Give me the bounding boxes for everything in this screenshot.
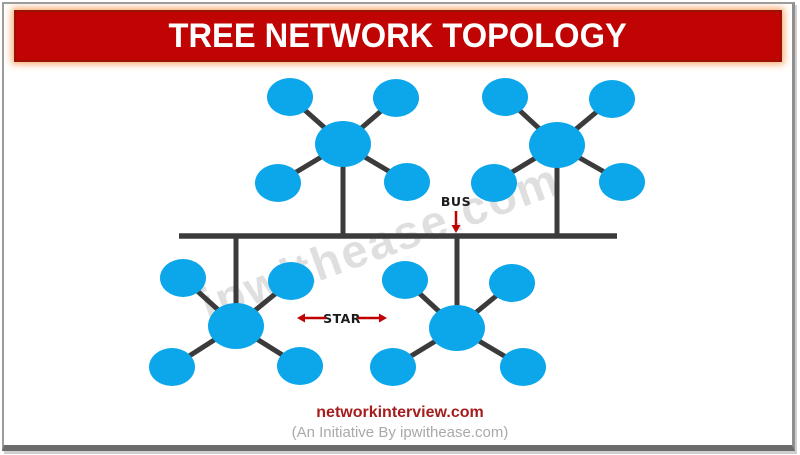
satellite-node bbox=[599, 163, 645, 201]
satellite-node bbox=[277, 347, 323, 385]
hub-node-top-left bbox=[315, 121, 371, 167]
title-banner: TREE NETWORK TOPOLOGY bbox=[14, 10, 782, 62]
satellite-node bbox=[471, 164, 517, 202]
star-left-arrowhead bbox=[297, 313, 305, 323]
satellite-node bbox=[500, 348, 546, 386]
satellite-node bbox=[384, 163, 430, 201]
hub-node-bottom-left bbox=[208, 303, 264, 349]
satellite-node bbox=[382, 261, 428, 299]
bus-label: BUS bbox=[441, 194, 471, 209]
star-label: STAR bbox=[323, 311, 361, 326]
satellite-node bbox=[149, 348, 195, 386]
page-title: TREE NETWORK TOPOLOGY bbox=[168, 16, 628, 55]
satellite-node bbox=[370, 348, 416, 386]
star-right-arrowhead bbox=[379, 313, 387, 323]
footer-tagline: (An Initiative By ipwithease.com) bbox=[291, 424, 509, 441]
hub-node-bottom-right bbox=[429, 305, 485, 351]
hub-node-top-right bbox=[529, 122, 585, 168]
satellite-node bbox=[267, 78, 313, 116]
satellite-node bbox=[160, 259, 206, 297]
satellite-node bbox=[255, 164, 301, 202]
satellite-node bbox=[373, 79, 419, 117]
satellite-node bbox=[482, 78, 528, 116]
satellite-node bbox=[268, 262, 314, 300]
satellite-node bbox=[489, 264, 535, 302]
bus-arrowhead bbox=[451, 225, 461, 233]
footer-site-link[interactable]: networkinterview.com bbox=[316, 404, 484, 421]
satellite-node bbox=[589, 80, 635, 118]
